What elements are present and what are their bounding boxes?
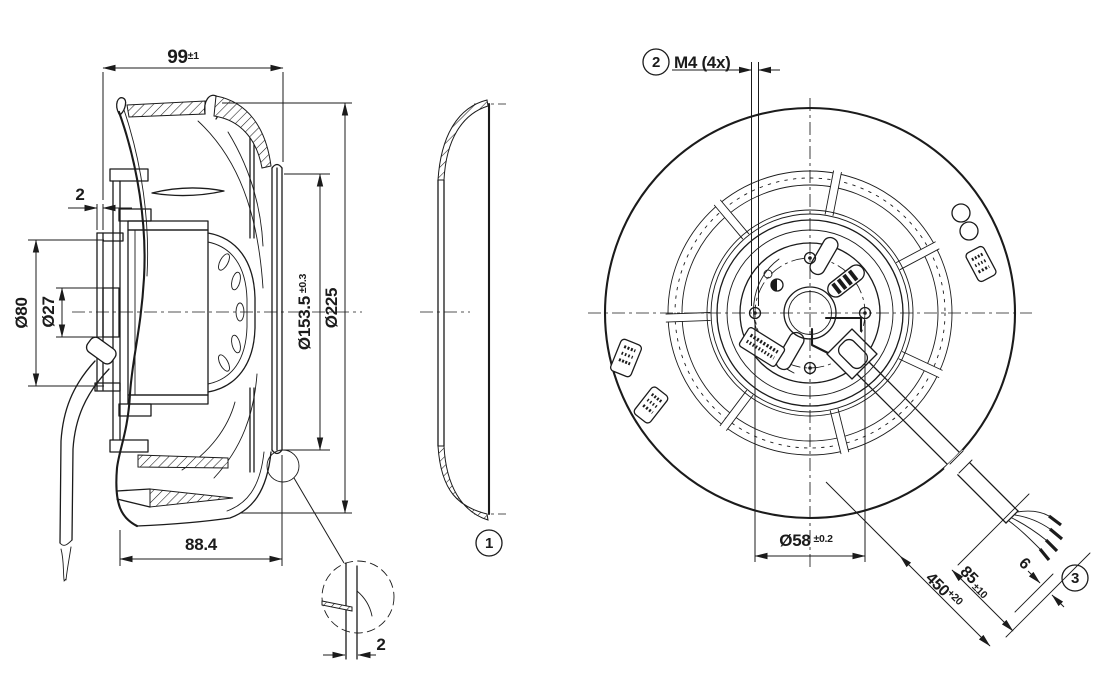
balance-weight bbox=[959, 221, 979, 241]
tinned-wire-ends bbox=[1038, 514, 1064, 562]
callout-2: 2 bbox=[652, 54, 660, 71]
rivet bbox=[763, 269, 773, 279]
balance-sticker bbox=[965, 245, 997, 283]
housing-wall bbox=[115, 110, 146, 528]
ring-top-lip bbox=[437, 99, 489, 181]
callout-1-circle bbox=[475, 529, 503, 557]
svg-text:1: 1 bbox=[485, 535, 493, 552]
dim-inlet-text: Ø153.5±0.3 bbox=[295, 273, 314, 350]
impeller-spokes bbox=[665, 170, 943, 455]
detail-view: 2 bbox=[321, 560, 395, 660]
dim-hub-diameter: Ø27 bbox=[39, 287, 106, 338]
dim-detail-text: 2 bbox=[376, 635, 385, 654]
wall-section bbox=[321, 600, 353, 612]
balance-weight bbox=[951, 203, 971, 223]
impeller-back-disc bbox=[249, 127, 255, 473]
motor-bracket bbox=[112, 180, 121, 441]
detail-view-circle bbox=[321, 560, 395, 634]
dim-bolt-circle: Ø58±0.2 bbox=[754, 320, 866, 562]
sheath-end bbox=[1005, 510, 1019, 524]
blade-section-bottom bbox=[137, 454, 229, 469]
dim-thread-text: M4 (4x) bbox=[674, 53, 730, 72]
flange-foot bbox=[94, 382, 121, 392]
cone-section bbox=[149, 488, 234, 508]
shroud-curve bbox=[213, 95, 272, 169]
detail-indicator-circle bbox=[266, 449, 300, 483]
balance-sticker bbox=[633, 386, 669, 424]
shaft-boss bbox=[102, 287, 120, 338]
dim-flange-thickness: 2 bbox=[68, 185, 132, 230]
dim-depth: 99±1 bbox=[102, 47, 284, 200]
dim-depth-text: 99±1 bbox=[167, 47, 199, 68]
cable-break bbox=[949, 450, 973, 474]
dim-motor-flange-diameter: Ø80 bbox=[12, 239, 104, 387]
dim-impeller-diameter: Ø225 bbox=[222, 102, 352, 514]
dim-housing-text: 88.4 bbox=[185, 535, 218, 554]
dim-flange-text: 2 bbox=[75, 185, 84, 204]
callout-3-circle bbox=[1061, 564, 1089, 592]
cable-break bbox=[59, 539, 73, 546]
callout-3: 3 bbox=[1071, 570, 1079, 587]
bottom-shroud bbox=[136, 451, 272, 527]
detail-leader-line bbox=[293, 477, 345, 564]
blade-tip-band bbox=[674, 177, 946, 449]
cable-boot bbox=[85, 336, 117, 365]
side-section-view: 99±1 2 Ø80 Ø27 Ø153.5±0.3 bbox=[12, 47, 362, 582]
cable-side bbox=[59, 336, 117, 582]
bracket-top-tab bbox=[109, 168, 149, 182]
rating-label bbox=[738, 327, 786, 367]
blade-edge bbox=[151, 187, 225, 197]
bracket-bottom-tab bbox=[109, 439, 149, 453]
callout-2-circle bbox=[642, 48, 670, 76]
dim-impeller-text: Ø225 bbox=[322, 288, 341, 328]
mounting-flange bbox=[96, 232, 104, 391]
dim-cable-length: 450+20 85±10 6 3 bbox=[825, 481, 1091, 647]
ring-bottom-lip bbox=[437, 445, 489, 521]
rotor-vents bbox=[218, 253, 245, 372]
dim-tinned-length-text: 6 bbox=[1015, 555, 1033, 573]
rolled-edge bbox=[116, 97, 127, 115]
callout-1: 1 bbox=[475, 529, 503, 557]
hub-vent-slot bbox=[809, 236, 839, 276]
cable-front bbox=[856, 361, 1064, 562]
dim-hub-text: Ø27 bbox=[39, 296, 58, 327]
balance-sticker bbox=[609, 338, 643, 378]
dim-bolt-circle-text: Ø58±0.2 bbox=[779, 531, 833, 550]
front-view: 2 M4 (4x) Ø58±0.2 450+20 85±10 6 3 bbox=[588, 48, 1091, 647]
cable-grommet bbox=[827, 264, 865, 298]
dim-inlet-diameter: Ø153.5±0.3 bbox=[284, 173, 330, 451]
dim-housing-depth: 88.4 bbox=[119, 455, 283, 566]
gland-boot bbox=[837, 338, 869, 370]
dim-motor-flange-text: Ø80 bbox=[12, 297, 31, 328]
dim-mounting-thread: 2 M4 (4x) bbox=[642, 48, 780, 306]
inlet-ring-view: 1 bbox=[420, 99, 506, 557]
inlet-ring-front bbox=[271, 167, 283, 451]
rotor-can bbox=[207, 232, 256, 393]
dim-detail-thickness: 2 bbox=[323, 635, 386, 659]
blade-section-top bbox=[126, 100, 206, 118]
